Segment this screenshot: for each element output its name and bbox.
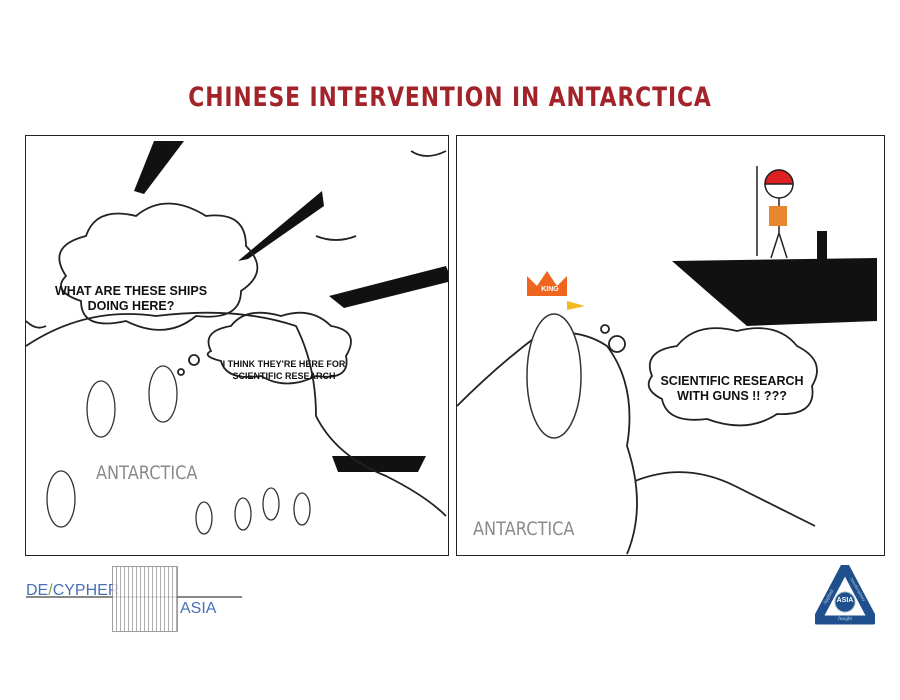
speech-text-2: I THINK THEY'RE HERE FOR SCIENTIFIC RESE…	[222, 359, 346, 381]
comic-panel-right: KING SCIENTIFIC RESEARCH WITH GUNS !! ??…	[456, 135, 885, 556]
ship-icon	[134, 141, 184, 194]
crown-icon	[527, 271, 567, 296]
logo-de: DE	[26, 582, 49, 599]
thought-bubble	[647, 327, 818, 427]
penguin-icon	[195, 501, 213, 535]
speech-text: SCIENTIFIC RESEARCH WITH GUNS !! ???	[660, 374, 804, 403]
antarctica-label: ANTARCTICA	[96, 462, 198, 484]
thought-bubble-1	[58, 202, 259, 331]
speech-text-1: WHAT ARE THESE SHIPS DOING HERE?	[54, 284, 208, 313]
penguin-icon	[86, 380, 116, 438]
penguin-icon	[234, 497, 252, 531]
helmet-icon	[764, 169, 794, 185]
penguin-icon	[262, 487, 280, 521]
penguin-icon	[46, 470, 76, 528]
ship-icon	[238, 191, 324, 261]
king-penguin-icon	[526, 313, 582, 439]
logo-slash: /	[48, 582, 53, 599]
ship-icon	[329, 266, 448, 308]
page-title: CHINESE INTERVENTION IN ANTARCTICA	[188, 82, 712, 113]
panel-left-artwork	[26, 141, 448, 535]
comic-panel-left: WHAT ARE THESE SHIPS DOING HERE? I THINK…	[25, 135, 449, 556]
seal-center-text: ASIA	[836, 597, 854, 604]
thought-bubble-2	[206, 311, 352, 385]
seal-triangle-icon	[812, 562, 878, 625]
antarctica-label: ANTARCTICA	[473, 518, 575, 540]
penguin-icon	[293, 492, 311, 526]
soldier	[756, 166, 794, 259]
beak-icon	[567, 301, 585, 310]
seal-ring-text: Insight	[838, 617, 852, 622]
panel-right-artwork	[457, 166, 877, 555]
ship-icon	[332, 456, 426, 472]
penguins	[46, 365, 311, 535]
ice-shelf	[26, 311, 447, 517]
ice-cliff	[457, 331, 638, 555]
logo-cypher: CYPHER	[52, 582, 120, 599]
crown-text: KING	[541, 286, 559, 293]
ships	[134, 141, 448, 472]
penguin-icon	[148, 365, 178, 423]
maze-icon	[112, 566, 178, 632]
warship-icon	[672, 258, 877, 326]
asia-seal-logo: ASIA Insight Applied Interdisciplinary	[812, 562, 878, 625]
logo-asia: ASIA	[180, 600, 217, 617]
